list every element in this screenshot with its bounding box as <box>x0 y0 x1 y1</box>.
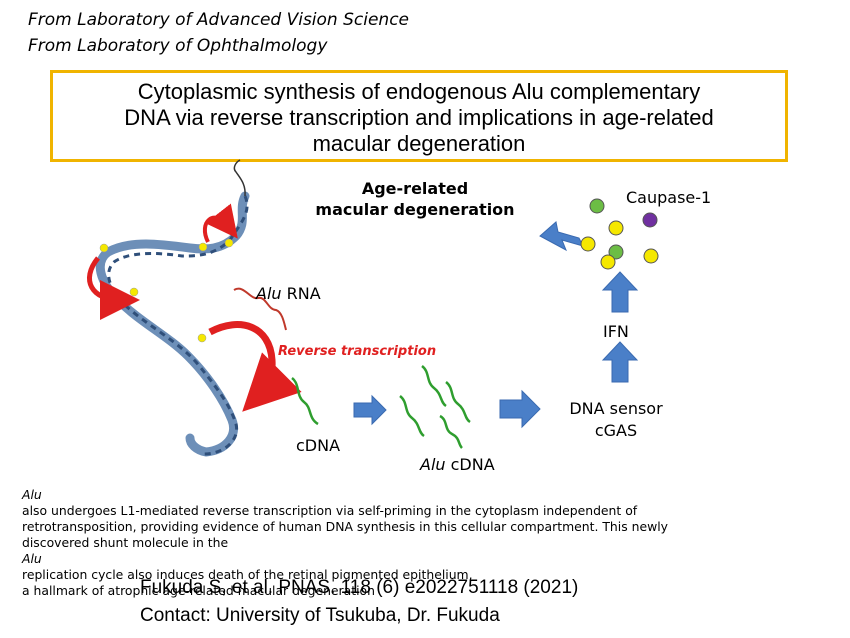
alu-rna-label: Alu RNA <box>256 284 321 303</box>
desc-line-3: discovered shunt molecule in the Alu rep… <box>22 535 473 582</box>
desc-line-4: a hallmark of atrophic age-related macul… <box>22 583 375 598</box>
cdna-strand <box>291 377 319 426</box>
ifn-label: IFN <box>603 322 629 341</box>
alu-rna-italic: Alu <box>256 284 282 303</box>
junction-dot-3 <box>198 242 208 252</box>
junction-dot-1 <box>99 243 109 253</box>
lab-name-1: From Laboratory of Advanced Vision Scien… <box>28 10 410 30</box>
blue-arrow-diag <box>539 221 584 252</box>
cdna-label: cDNA <box>296 436 341 455</box>
blue-arrow-up-1 <box>601 341 639 383</box>
blue-arrow-2 <box>499 389 541 429</box>
junction-dot-5 <box>197 333 207 343</box>
junction-dot-6 <box>258 393 268 403</box>
description-paragraph: Alu also undergoes L1-mediated reverse t… <box>22 487 837 599</box>
title-line-3: macular degeneration <box>312 131 526 156</box>
desc-line-2: retrotransposition, providing evidence o… <box>22 519 668 534</box>
reverse-transcription-label: Reverse transcription <box>278 344 437 359</box>
dna-helix-graphic <box>95 159 268 457</box>
sensor-line-2: cGAS <box>594 421 638 440</box>
title-line-1: Cytoplasmic synthesis of endogenous Alu … <box>137 79 701 104</box>
title-line-2: DNA via reverse transcription and implic… <box>124 105 714 130</box>
alu-rna-rest: RNA <box>281 284 321 303</box>
alu-cdna-strands <box>399 365 471 449</box>
title-box: Cytoplasmic synthesis of endogenous Alu … <box>50 70 788 162</box>
caupase-label: Caupase-1 <box>626 188 712 207</box>
junction-dot-4 <box>224 238 234 248</box>
caspase-dots <box>580 198 659 270</box>
alu-cdna-label: Alu cDNA <box>420 455 495 474</box>
dna-sensor-label: DNA sensor cGAS <box>546 398 686 442</box>
alu-cdna-italic: Alu <box>420 455 446 474</box>
red-arrow-top <box>202 203 238 243</box>
contact-line: Contact: University of Tsukuba, Dr. Fuku… <box>140 605 500 626</box>
blue-arrow-up-2 <box>601 271 639 313</box>
blue-arrow-1 <box>353 394 387 426</box>
junction-dot-2 <box>129 287 139 297</box>
red-arrow-left <box>87 256 140 320</box>
lab-name-2: From Laboratory of Ophthalmology <box>28 36 328 56</box>
amd-line-1: Age-related <box>361 179 469 198</box>
alu-cdna-rest: cDNA <box>445 455 495 474</box>
sensor-line-1: DNA sensor <box>569 399 663 418</box>
amd-label: Age-related macular degeneration <box>300 178 530 220</box>
alu-rna-strand <box>233 287 287 331</box>
red-arrow-main <box>208 321 302 412</box>
amd-line-2: macular degeneration <box>315 200 515 219</box>
citation-block: Fukuda S, et al. PNAS. 118 (6) e20227511… <box>140 574 578 630</box>
citation-line: Fukuda S, et al. PNAS. 118 (6) e20227511… <box>140 577 579 598</box>
desc-line-1: Alu also undergoes L1-mediated reverse t… <box>22 487 638 518</box>
